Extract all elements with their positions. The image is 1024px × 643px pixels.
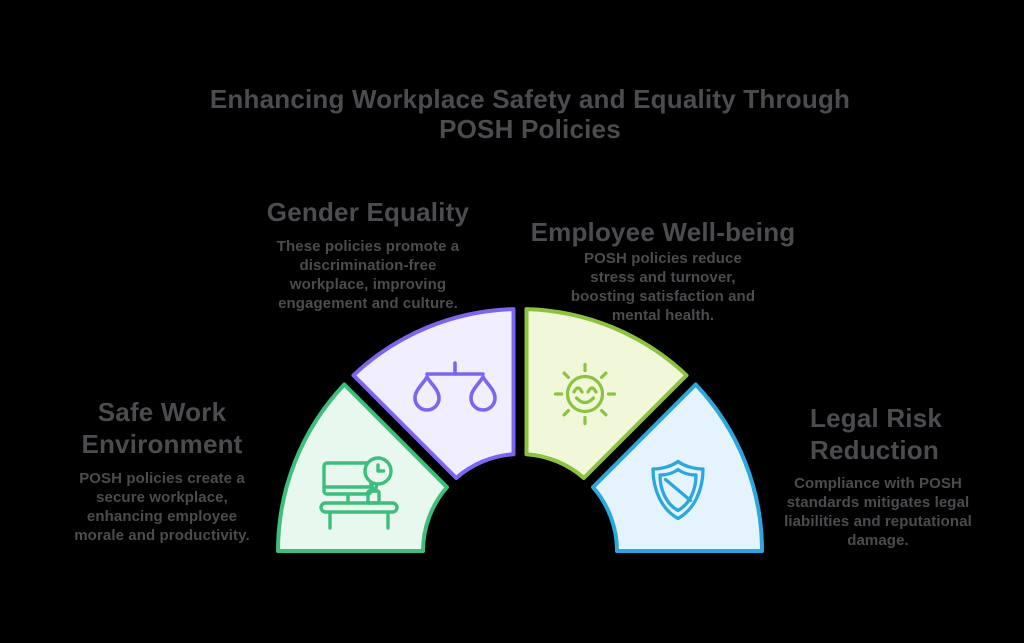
- shield-outer: [651, 459, 705, 521]
- title-line-2: POSH Policies: [439, 114, 621, 144]
- arc-segments: [276, 307, 764, 553]
- text-line: secure workplace,: [96, 489, 228, 506]
- text-line: These policies promote a: [276, 238, 460, 255]
- sun-left-eye: [572, 386, 584, 394]
- sun-face: [565, 374, 605, 414]
- section-gender-equality: Gender Equality These policies promote a…: [238, 196, 498, 313]
- sun-right-eye: [586, 386, 598, 394]
- scale-right-pan: [469, 375, 497, 412]
- legal-risk-body: Compliance with POSH standards mitigates…: [768, 474, 988, 550]
- text-line: Legal Risk: [810, 403, 943, 433]
- text-line: engagement and culture.: [278, 295, 458, 312]
- desk-top-shape: [319, 501, 399, 514]
- text-line: Environment: [81, 429, 243, 459]
- text-line: damage.: [847, 532, 909, 549]
- scales-of-justice-icon: [413, 361, 497, 412]
- legal-risk-heading: Legal Risk Reduction: [810, 402, 1024, 466]
- shield-stripe-icon: [651, 459, 705, 521]
- text-line: discrimination-free: [299, 257, 437, 274]
- smiling-sun-icon: [553, 362, 617, 426]
- text-line: Compliance with POSH: [794, 475, 962, 492]
- gender-equality-heading: Gender Equality: [266, 197, 470, 227]
- section-safe-work-environment: Safe Work Environment POSH policies crea…: [42, 396, 282, 545]
- text-line: POSH policies create a: [79, 470, 245, 487]
- sun-smile: [574, 396, 596, 405]
- text-line: Safe Work: [97, 397, 227, 427]
- segment-gender: [351, 307, 516, 480]
- shield-stripe: [663, 477, 693, 503]
- page-title: Enhancing Workplace Safety and Equality …: [36, 84, 1024, 144]
- section-employee-wellbeing: Employee Well-being POSH policies reduce…: [513, 216, 813, 325]
- desk-legs: [328, 510, 390, 530]
- scale-left-pan: [413, 375, 441, 412]
- text-line: liabilities and reputational: [784, 513, 972, 530]
- title-line-1: Enhancing Workplace Safety and Equality …: [209, 84, 851, 114]
- desk-clock-icon: [319, 456, 399, 530]
- segment-wellbeing: [524, 307, 689, 480]
- text-line: enhancing employee: [86, 508, 238, 525]
- text-line: morale and productivity.: [74, 527, 250, 544]
- employee-wellbeing-body: POSH policies reduce stress and turnover…: [513, 249, 813, 325]
- segment-legal: [591, 382, 764, 553]
- text-line: standards mitigates legal: [786, 494, 970, 511]
- text-line: mental health.: [611, 307, 715, 324]
- text-line: Reduction: [810, 435, 939, 465]
- pens-shape: [369, 481, 379, 493]
- safe-work-heading: Safe Work Environment: [42, 396, 282, 460]
- clock-hands: [376, 463, 386, 473]
- sun-rays: [553, 362, 617, 426]
- text-line: stress and turnover,: [590, 269, 736, 286]
- text-line: POSH policies reduce: [584, 250, 742, 267]
- text-line: boosting satisfaction and: [570, 288, 756, 305]
- text-line: workplace, improving: [289, 276, 447, 293]
- employee-wellbeing-heading: Employee Well-being: [530, 217, 796, 247]
- safe-work-body: POSH policies create a secure workplace,…: [42, 469, 282, 545]
- gender-equality-body: These policies promote a discrimination-…: [238, 237, 498, 313]
- shield-inner: [658, 467, 698, 513]
